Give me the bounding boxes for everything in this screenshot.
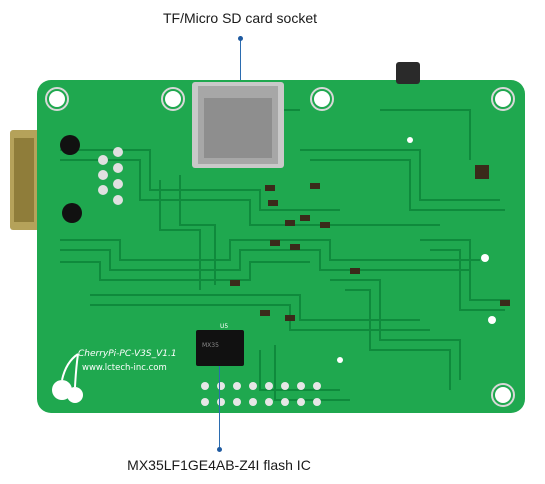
cherry-logo	[52, 353, 83, 403]
through-hole-pads	[60, 135, 123, 223]
silkscreen-model: CherryPi-PC-V3S_V1.1	[78, 349, 177, 359]
vias	[337, 137, 496, 363]
chip-marking: MX35	[202, 342, 219, 349]
flash-ic-caption: MX35LF1GE4AB-Z4I flash IC	[127, 457, 311, 473]
sd-socket-caption: TF/Micro SD card socket	[162, 10, 318, 26]
flash-ic-leader-line	[219, 366, 220, 450]
sd-card-socket	[192, 82, 284, 168]
sd-socket-leader-line	[240, 36, 241, 84]
sd-socket-leader-dot	[238, 36, 243, 41]
flash-ic: U5 MX35	[196, 323, 244, 366]
flash-ic-leader-dot	[217, 447, 222, 452]
smd-components	[230, 165, 510, 321]
mounting-holes	[45, 87, 515, 407]
header-pads	[201, 382, 321, 406]
silkscreen-url: www.lctech-inc.com	[82, 363, 167, 373]
chip-label: U5	[220, 323, 228, 330]
audio-jack	[396, 62, 420, 84]
